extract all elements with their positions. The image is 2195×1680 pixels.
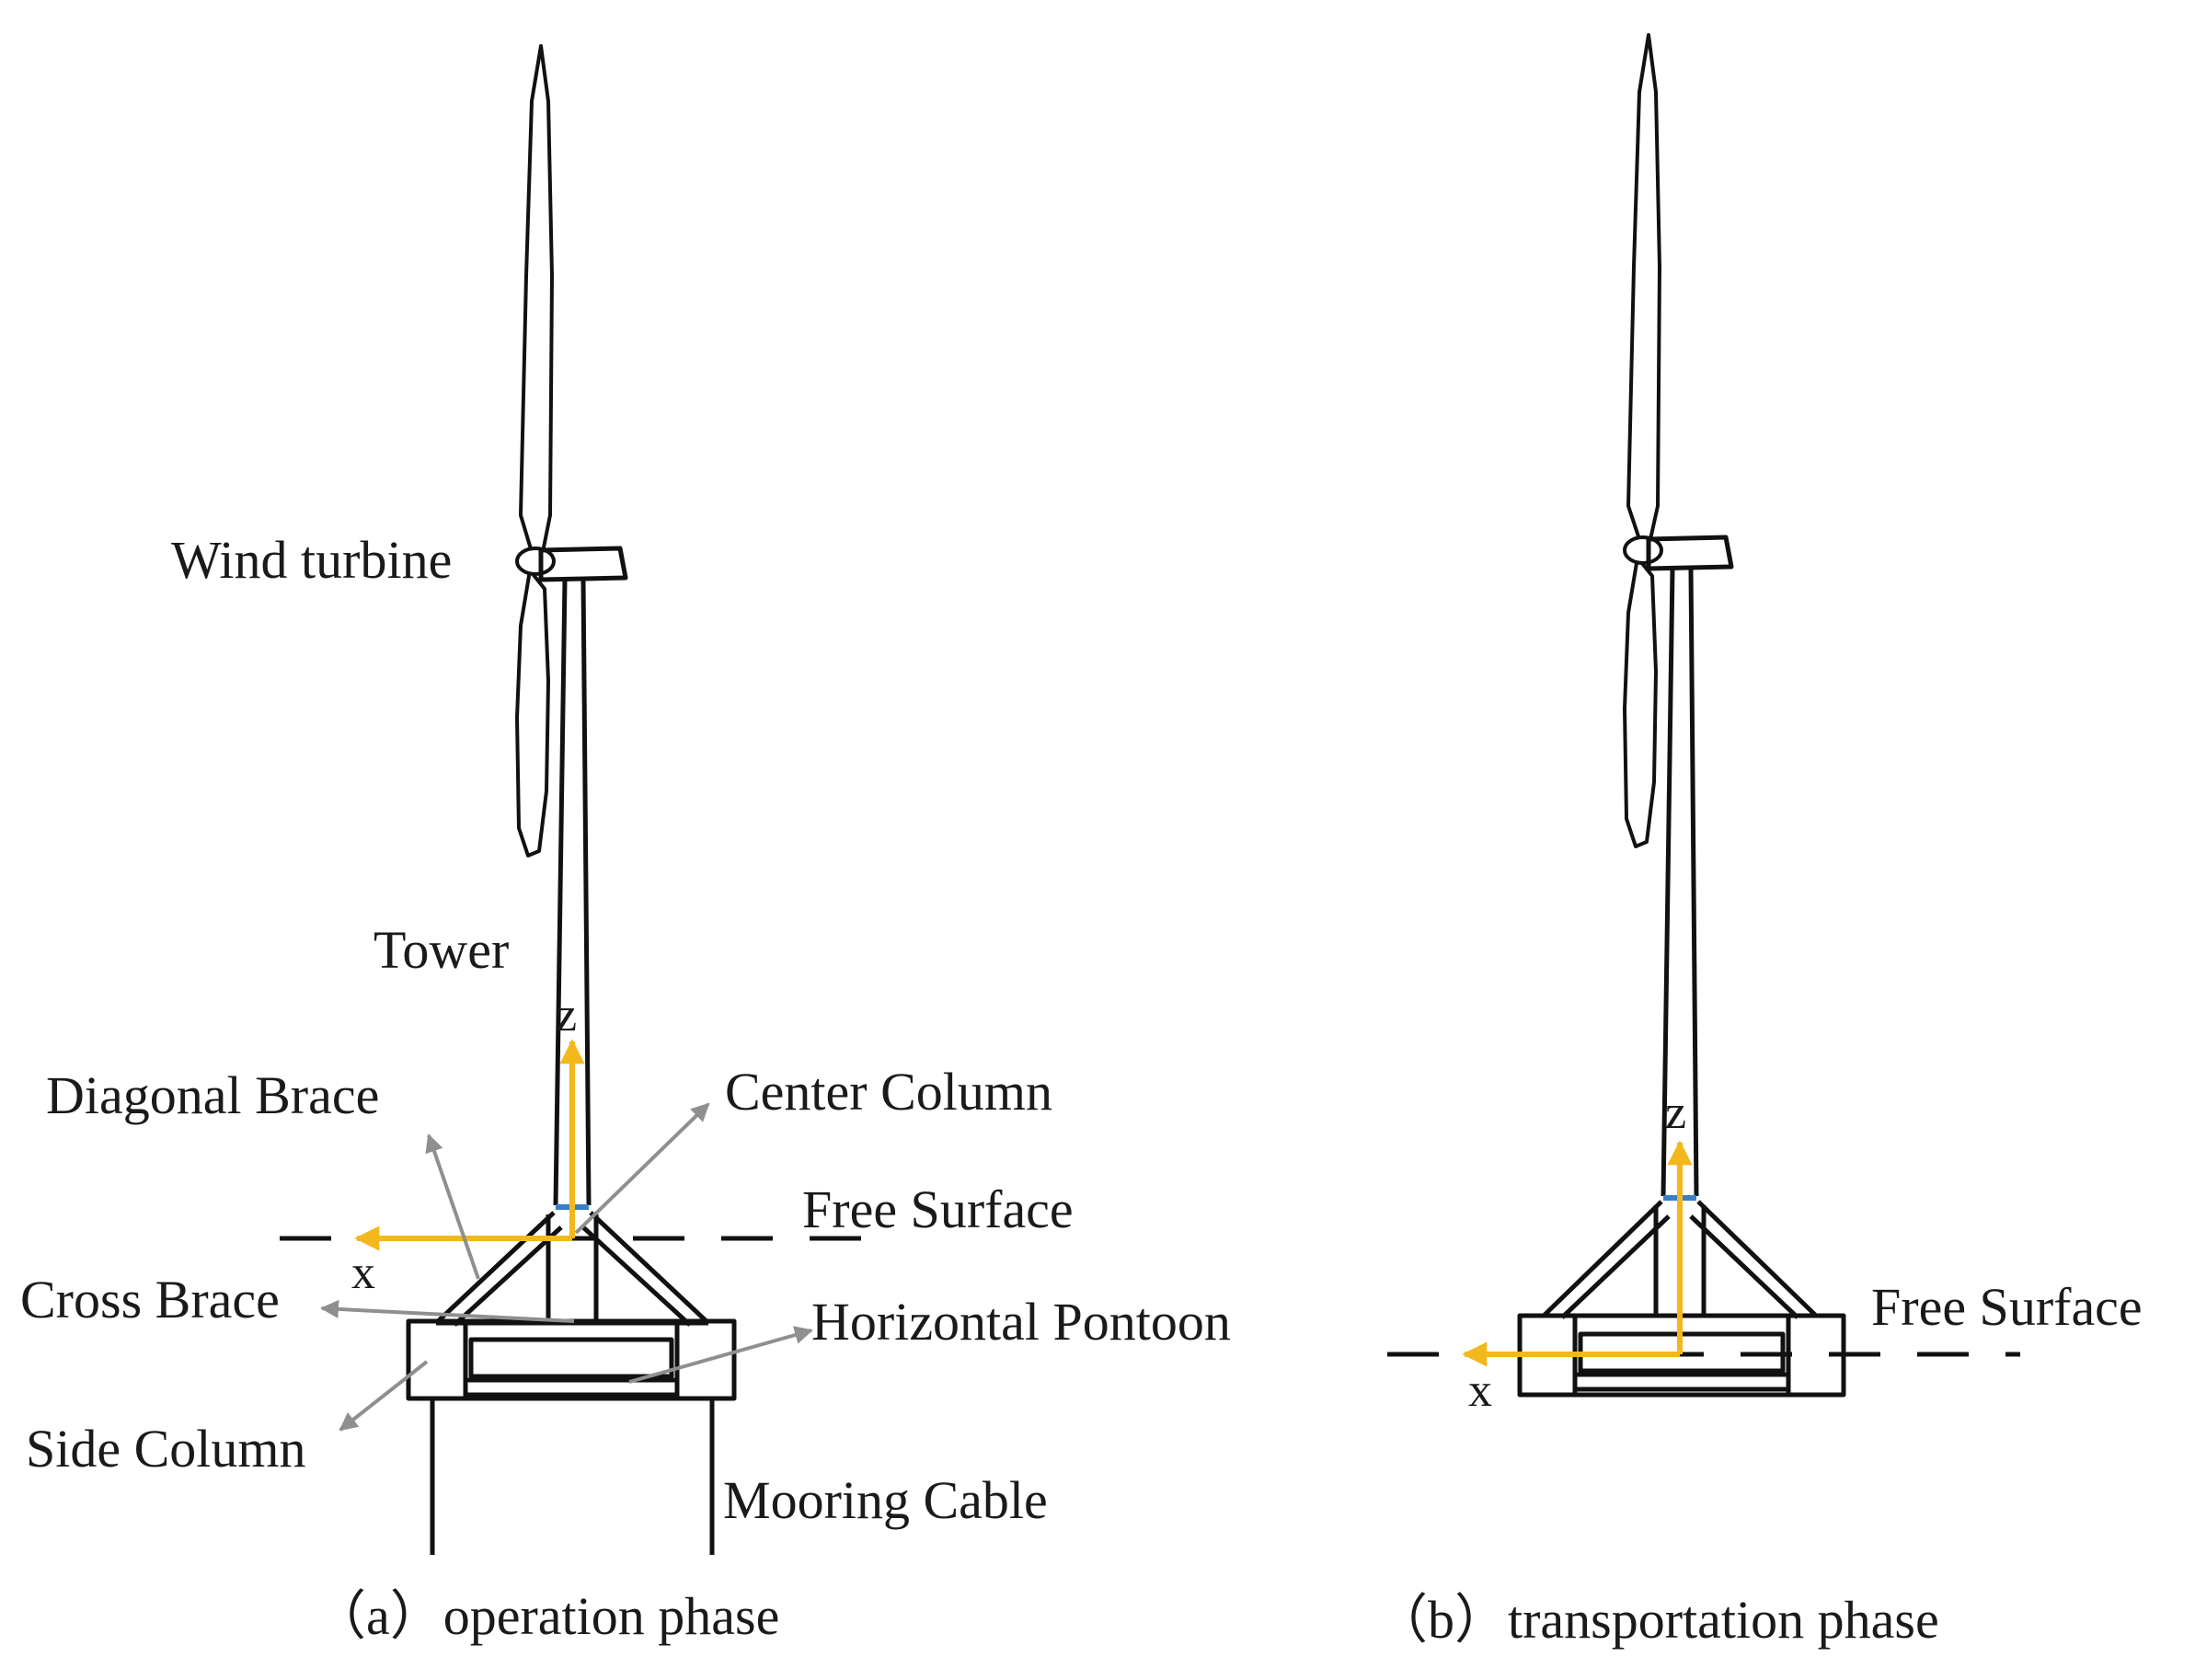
lower-blade [1623, 556, 1658, 848]
center-column [546, 1214, 599, 1325]
caption-transportation-phase: （b）transportation phase [1374, 1590, 1939, 1650]
rotor-hub [1623, 535, 1663, 565]
nacelle [1646, 535, 1734, 571]
diagonal-brace-right [581, 1211, 710, 1327]
mooring-cable-label: Mooring Cable [723, 1470, 1048, 1530]
tower [1661, 568, 1699, 1197]
diagonal-brace-label: Diagonal Brace [46, 1065, 379, 1125]
diagonal-brace-left [1542, 1200, 1671, 1319]
z-axis-label: z [556, 989, 577, 1041]
cross-brace-pointer [320, 1299, 575, 1323]
horizontal-pontoon-pointer [628, 1326, 813, 1384]
platform-base [406, 1318, 737, 1401]
pontoon-bottom-plate [1572, 1372, 1791, 1392]
tower [553, 579, 592, 1206]
center-column-label: Center Column [725, 1062, 1052, 1122]
free-surface-label: Free Surface [802, 1179, 1074, 1239]
tower-label: Tower [373, 920, 509, 980]
upper-blade [1626, 33, 1661, 541]
caption-operation-phase: （a）operation phase [313, 1586, 779, 1646]
diagonal-brace-right [1689, 1200, 1818, 1319]
x-axis-label: x [351, 1247, 375, 1299]
rotor-hub [515, 547, 556, 576]
lower-blade [515, 569, 550, 857]
panel-transportation-phase: z x Free Surface （b）transportation phase [1374, 33, 2143, 1650]
x-axis-label: x [1468, 1364, 1492, 1417]
pontoon-bottom-plate [463, 1377, 680, 1398]
panel-operation-phase: z x Wind turbine Tower Diagonal Brace Ce… [20, 44, 1231, 1646]
side-column-label: Side Column [26, 1419, 306, 1479]
z-axis-label: z [1665, 1087, 1686, 1139]
diagonal-brace-left [434, 1211, 563, 1327]
center-column-pointer [574, 1102, 710, 1235]
free-surface-label: Free Surface [1871, 1277, 2143, 1337]
nacelle [538, 546, 628, 582]
horizontal-pontoon [468, 1337, 674, 1379]
upper-blade [519, 44, 554, 554]
horizontal-pontoon-label: Horizontal Pontoon [811, 1292, 1231, 1352]
center-column [1653, 1205, 1707, 1316]
cross-brace-label: Cross Brace [20, 1270, 280, 1329]
wind-turbine-label: Wind turbine [171, 530, 452, 590]
diagonal-brace-pointer [425, 1133, 480, 1280]
side-column-pointer [339, 1360, 429, 1432]
